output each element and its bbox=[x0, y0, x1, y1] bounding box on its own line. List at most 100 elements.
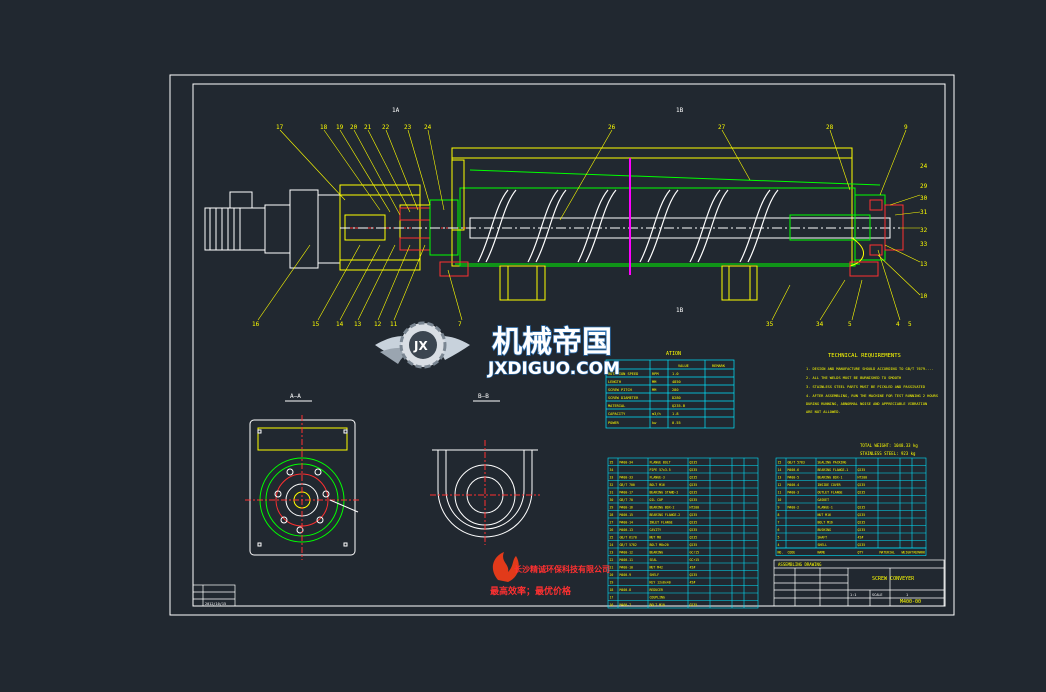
bom-left-cell: SHELF bbox=[650, 573, 660, 577]
param-row-1-unit: RPM bbox=[652, 372, 659, 376]
bom-right-cell: Q235 bbox=[858, 520, 866, 524]
bom-right-cell: 9 bbox=[778, 505, 780, 509]
support-legs bbox=[439, 261, 879, 301]
bom-left-cell: M400-9 bbox=[620, 573, 632, 577]
param-row-2-unit: MM bbox=[652, 380, 657, 384]
bom-right-cell: 12 bbox=[778, 483, 782, 487]
bom-header-cell: CODE bbox=[788, 550, 796, 554]
bom-left-cell: Q235 bbox=[690, 520, 698, 524]
bom-right-cell: M400-3 bbox=[788, 490, 800, 494]
bom-left-cell: 34 bbox=[610, 468, 614, 472]
bom-right-cell: 10 bbox=[778, 498, 782, 502]
bom-left-cell: Q235 bbox=[690, 468, 698, 472]
bom-left-cell: 31 bbox=[610, 490, 614, 494]
bom-header-cell: QTY bbox=[858, 550, 864, 554]
bom-header-cell: NO. bbox=[778, 550, 784, 554]
bom-left-cell: M400-34 bbox=[620, 460, 634, 464]
section-label-1a: 1A bbox=[392, 107, 400, 114]
callout-r24: 24 bbox=[920, 163, 928, 170]
bom-left-cell: Q235 bbox=[690, 490, 698, 494]
callout-23: 23 bbox=[404, 124, 412, 131]
tech-req-title: TECHNICAL REQUIREMENTS bbox=[828, 353, 901, 359]
bom-left-cell: 33 bbox=[610, 475, 614, 479]
bom-left-cell: BEARING STAND-2 bbox=[650, 490, 679, 494]
bom-left-cell: FLANGE-3 bbox=[650, 475, 665, 479]
flame-logo-icon bbox=[492, 552, 519, 582]
bom-left-cell: 29 bbox=[610, 505, 614, 509]
bom-left-cell: 18 bbox=[610, 588, 614, 592]
bom-left-cell: 30 bbox=[610, 498, 614, 502]
bom-right-cell: Q235 bbox=[858, 528, 866, 532]
bom-left-cell: M400-14 bbox=[620, 520, 634, 524]
param-row-7-name: POWER bbox=[608, 421, 620, 425]
bom-right-cell: Q235 bbox=[858, 468, 866, 472]
section-view-b: B—B bbox=[430, 393, 540, 545]
bom-right-cell: GB/T 5783 bbox=[788, 460, 805, 464]
bom-right-cell: 13 bbox=[778, 475, 782, 479]
bom-left-cell: 45# bbox=[690, 565, 696, 569]
bom-left-cell: 19 bbox=[610, 580, 614, 584]
bom-left-cell: M400-10 bbox=[620, 565, 634, 569]
bom-right-cell: 45# bbox=[858, 535, 864, 539]
param-row-6-unit: m3/h bbox=[652, 412, 661, 416]
watermark-url: JXDIGUO.COM bbox=[487, 359, 620, 379]
scale-value: 1:1 bbox=[850, 593, 856, 597]
callout-r10: 10 bbox=[920, 293, 928, 300]
tech-req-line-5: DURING RUNNING, ABNORMAL NOISE AND APPRE… bbox=[806, 402, 927, 406]
bom-left-cell: REDUCER bbox=[650, 588, 664, 592]
bom-left-cell: FLANGE BOLT bbox=[650, 460, 671, 464]
bom-right-cell: INSIDE COVER bbox=[818, 483, 841, 487]
bom-left-cell: 24 bbox=[610, 543, 614, 547]
bom-left-cell: M400-16 bbox=[620, 505, 634, 509]
company-name: 长沙精诚环保科技有限公司 bbox=[514, 564, 610, 574]
bom-right-cell: 6 bbox=[778, 528, 780, 532]
bom-left-cell: 32 bbox=[610, 483, 614, 487]
callout-19: 19 bbox=[336, 124, 344, 131]
bom-left-cell: GB/T 6170 bbox=[620, 535, 637, 539]
bom-left-cell: 21 bbox=[610, 565, 614, 569]
bom-right-cell: FLANGE-1 bbox=[818, 505, 833, 509]
bom-right-cell: 8 bbox=[778, 513, 780, 517]
trough-body bbox=[340, 147, 900, 267]
bom-left-cell: 23 bbox=[610, 550, 614, 554]
sheet-number: 1 bbox=[906, 593, 908, 597]
callout-b7: 7 bbox=[458, 321, 462, 328]
company-slogan: 最高效率；最优价格 bbox=[490, 585, 572, 597]
callout-27: 27 bbox=[718, 124, 726, 131]
bom-left-cell: 16 bbox=[610, 603, 614, 607]
callout-18: 18 bbox=[320, 124, 328, 131]
bom-left-cell: M400-17 bbox=[620, 490, 634, 494]
callout-b13: 13 bbox=[354, 321, 362, 328]
tech-req-line-6: ARE NOT ALLOWED. bbox=[806, 410, 841, 414]
bom-left-cell: Q235 bbox=[690, 460, 698, 464]
tech-req-line-2: 2. ALL THE WELDS MUST BE BURNISHED TO SM… bbox=[806, 376, 901, 380]
param-row-4-value: D280 bbox=[672, 396, 681, 400]
bom-right-cell: Q235 bbox=[858, 483, 866, 487]
bom-right-cell: M400-2 bbox=[788, 505, 800, 509]
param-row-3-unit: MM bbox=[652, 388, 657, 392]
scale-label: SCALE bbox=[872, 593, 883, 597]
param-row-3-name: SCREW PITCH bbox=[608, 388, 632, 392]
bom-left-cell: SEAL bbox=[650, 558, 658, 562]
bom-right-cell: 7 bbox=[778, 520, 780, 524]
bom-right-cell: NUT M16 bbox=[818, 513, 832, 517]
callout-r13: 13 bbox=[920, 261, 928, 268]
bom-left-cell: OIL CUP bbox=[650, 498, 664, 502]
callout-r32: 32 bbox=[920, 227, 928, 234]
bom-left-cell: BOLT M16 bbox=[650, 483, 665, 487]
param-row-7-unit: kw bbox=[652, 421, 657, 425]
param-row-2-value: 4850 bbox=[672, 380, 681, 384]
bom-right-cell: GASKET bbox=[818, 498, 830, 502]
bom-left-cell: M400-7 bbox=[620, 603, 632, 607]
callout-b12: 12 bbox=[374, 321, 382, 328]
callout-r30: 30 bbox=[920, 195, 928, 202]
bom-right-cell: SHAFT bbox=[818, 535, 828, 539]
bom-left-cell: Q235 bbox=[690, 535, 698, 539]
bom-left-cell: M400-33 bbox=[620, 475, 634, 479]
callout-b14: 14 bbox=[336, 321, 344, 328]
bom-left-cell: M400-8 bbox=[620, 588, 632, 592]
bom-left-cell: GB/T 700 bbox=[620, 483, 635, 487]
bom-left-cell: 26 bbox=[610, 528, 614, 532]
